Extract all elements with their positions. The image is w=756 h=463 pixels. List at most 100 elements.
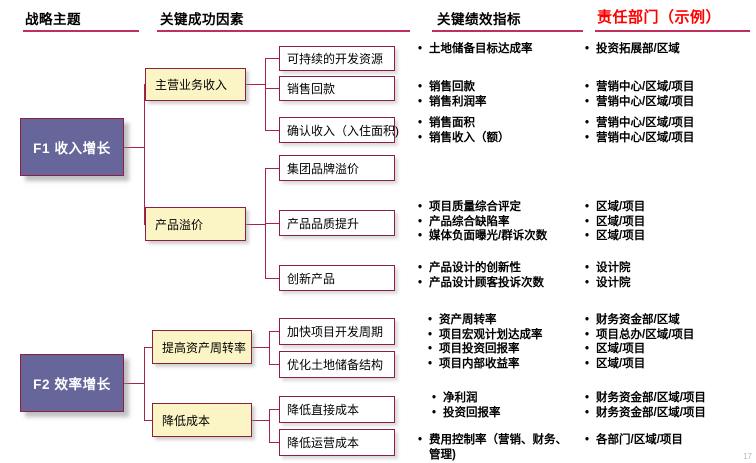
dept-item: •财务资金部/区域/项目 [585,406,706,419]
csf-box-cost-reduction[interactable]: 降低成本 [152,403,252,437]
kpi-item: •销售利润率 [418,95,487,108]
connector-csf1-trunk [265,58,267,131]
bullet-icon: • [428,314,433,326]
bullet-icon: • [418,43,423,55]
dept-item: •区域/项目 [585,201,646,213]
kpi-item: •产品设计顾客投诉次数 [418,276,544,289]
bullet-icon: • [585,406,590,419]
dept-item: •营销中心/区域/项目 [585,81,695,93]
theme-box-f1[interactable]: F1 收入增长 [20,118,124,176]
driver-box-recognized-revenue[interactable]: 确认收入（入住面积) [279,117,399,143]
kpi-item: •资产周转率 [428,314,497,326]
kpi-item: •土地储备目标达成率 [418,43,533,55]
theme-box-f2[interactable]: F2 效率增长 [20,354,124,412]
bullet-icon: • [585,230,590,242]
connector-csf4-stub [252,420,270,422]
kpi-item: •销售回款 [418,81,475,93]
connector-csf3-trunk [269,331,271,364]
connector-f1-trunk [144,84,146,224]
dept-item: •区域/项目 [585,357,646,370]
kpi-item: •项目宏观计划达成率 [428,328,543,341]
kpi-group-8: •费用控制率（营销、财务、 管理) [418,433,567,462]
kpi-group-4: •项目质量综合评定 •产品综合缺陷率 •媒体负面曝光/群诉次数 [418,200,547,244]
dept-group-4: •区域/项目 •区域/项目 •区域/项目 [585,200,645,244]
kpi-item: •销售收入（额） [418,131,510,144]
driver-box-group-brand-premium[interactable]: 集团品牌溢价 [279,155,395,181]
connector-csf4-d1 [269,409,280,411]
dept-item: •区域/项目 [585,343,646,355]
bullet-icon: • [585,328,590,341]
bullet-icon: • [585,43,590,55]
header-rule-1 [23,30,139,32]
bullet-icon: • [585,95,590,108]
connector-csf4-trunk [269,409,271,442]
driver-box-reduce-direct-cost[interactable]: 降低直接成本 [279,396,395,423]
bullet-icon: • [585,201,590,213]
kpi-group-3: •销售面积 •销售收入（额） [418,116,510,145]
dept-group-2: •营销中心/区域/项目 •营销中心/区域/项目 [585,80,694,109]
kpi-item: •费用控制率（营销、财务、 管理) [418,434,567,461]
kpi-item: •销售面积 [418,117,475,129]
connector-csf2-d1 [265,168,280,170]
kpi-item: •产品综合缺陷率 [418,215,510,228]
driver-box-accelerate-dev-cycle[interactable]: 加快项目开发周期 [279,318,395,345]
driver-box-product-quality[interactable]: 产品品质提升 [279,210,395,236]
kpi-item: •产品设计的创新性 [418,262,521,274]
bullet-icon: • [418,117,423,129]
connector-csf2-stub [246,224,266,226]
kpi-item: •媒体负面曝光/群诉次数 [418,230,548,242]
dept-group-8: •各部门/区域/项目 [585,433,683,448]
connector-csf2-d3 [265,278,280,280]
dept-group-6: •财务资金部/区域 •项目总办/区域/项目 •区域/项目 •区域/项目 [585,313,694,371]
connector-csf3-d2 [269,364,280,366]
bullet-icon: • [585,357,590,370]
kpi-group-1: •土地储备目标达成率 [418,42,533,57]
connector-f1-stub [123,147,145,149]
dept-group-7: •财务资金部/区域/项目 •财务资金部/区域/项目 [585,391,706,420]
dept-item: •财务资金部/区域/项目 [585,392,706,404]
csf-box-main-business-revenue[interactable]: 主营业务收入 [145,68,246,101]
driver-box-innovative-products[interactable]: 创新产品 [279,265,395,291]
bullet-icon: • [432,392,437,404]
dept-item: •设计院 [585,262,631,274]
header-rule-3 [432,30,583,32]
bullet-icon: • [585,215,590,228]
dept-item: •各部门/区域/项目 [585,434,683,446]
bullet-icon: • [418,276,423,289]
kpi-item: •投资回报率 [432,406,501,419]
driver-box-optimize-land-reserve[interactable]: 优化土地储备结构 [279,351,395,378]
bullet-icon: • [418,215,423,228]
csf-box-asset-turnover[interactable]: 提高资产周转率 [152,330,252,364]
dept-group-3: •营销中心/区域/项目 •营销中心/区域/项目 [585,116,694,145]
kpi-item: •项目内部收益率 [428,357,520,370]
bullet-icon: • [418,434,423,446]
dept-item: •区域/项目 [585,215,646,228]
bullet-icon: • [428,357,433,370]
dept-item: •财务资金部/区域 [585,314,680,326]
connector-csf3-stub [252,347,270,349]
bullet-icon: • [418,262,423,274]
connector-csf3-d1 [269,331,280,333]
csf-box-product-premium[interactable]: 产品溢价 [145,207,246,241]
bullet-icon: • [428,343,433,355]
bullet-icon: • [585,434,590,446]
header-rule-4 [595,30,750,32]
connector-csf1-d3 [265,130,280,132]
bullet-icon: • [428,328,433,341]
dept-item: •投资拓展部/区域 [585,43,680,55]
bullet-icon: • [418,81,423,93]
page-number: 17 [743,452,752,461]
connector-csf1-stub [246,84,266,86]
bullet-icon: • [432,406,437,419]
kpi-item: •项目投资回报率 [428,343,520,355]
driver-box-sales-collection[interactable]: 销售回款 [279,76,395,101]
bullet-icon: • [585,276,590,289]
dept-item: •设计院 [585,276,631,289]
connector-f2-trunk [144,347,146,420]
driver-box-reduce-operating-cost[interactable]: 降低运营成本 [279,429,395,456]
dept-item: •营销中心/区域/项目 [585,95,695,108]
bullet-icon: • [585,392,590,404]
dept-item: •营销中心/区域/项目 [585,131,695,144]
driver-box-sustainable-dev-resources[interactable]: 可持续的开发资源 [279,46,395,71]
